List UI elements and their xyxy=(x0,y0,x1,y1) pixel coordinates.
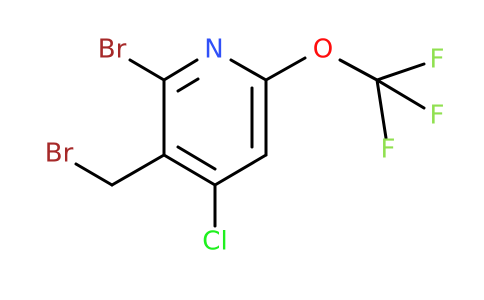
bond-c2-n1 xyxy=(162,58,199,82)
atom-label-bromine-methyl: Br xyxy=(45,139,74,169)
bond-c5-c4 xyxy=(213,153,268,187)
bond-c4-c3 xyxy=(162,153,217,187)
atom-label-bromine-ring: Br xyxy=(98,35,127,65)
atom-label-oxygen: O xyxy=(313,35,333,65)
bond-cf3-f2 xyxy=(375,78,426,110)
bond-ch2-br xyxy=(74,162,114,187)
atom-label-fluorine-3: F xyxy=(381,135,396,165)
bond-c2-br xyxy=(128,58,166,82)
bond-c4-c3-inner xyxy=(176,145,217,171)
atom-label-fluorine-2: F xyxy=(430,101,445,131)
bond-c2-n1-inner xyxy=(176,77,200,93)
atom-label-fluorine-1: F xyxy=(430,45,445,75)
bond-c3-ch2 xyxy=(110,153,166,187)
bond-n1-c6 xyxy=(229,58,268,82)
bond-group xyxy=(74,56,426,228)
bond-c6-o xyxy=(264,56,307,82)
atom-label-chlorine: Cl xyxy=(202,227,227,257)
atom-label-nitrogen: N xyxy=(204,35,223,65)
bond-cf3-f3 xyxy=(375,78,388,140)
bond-o-cf3 xyxy=(338,58,379,82)
bond-cf3-f1 xyxy=(375,62,426,82)
